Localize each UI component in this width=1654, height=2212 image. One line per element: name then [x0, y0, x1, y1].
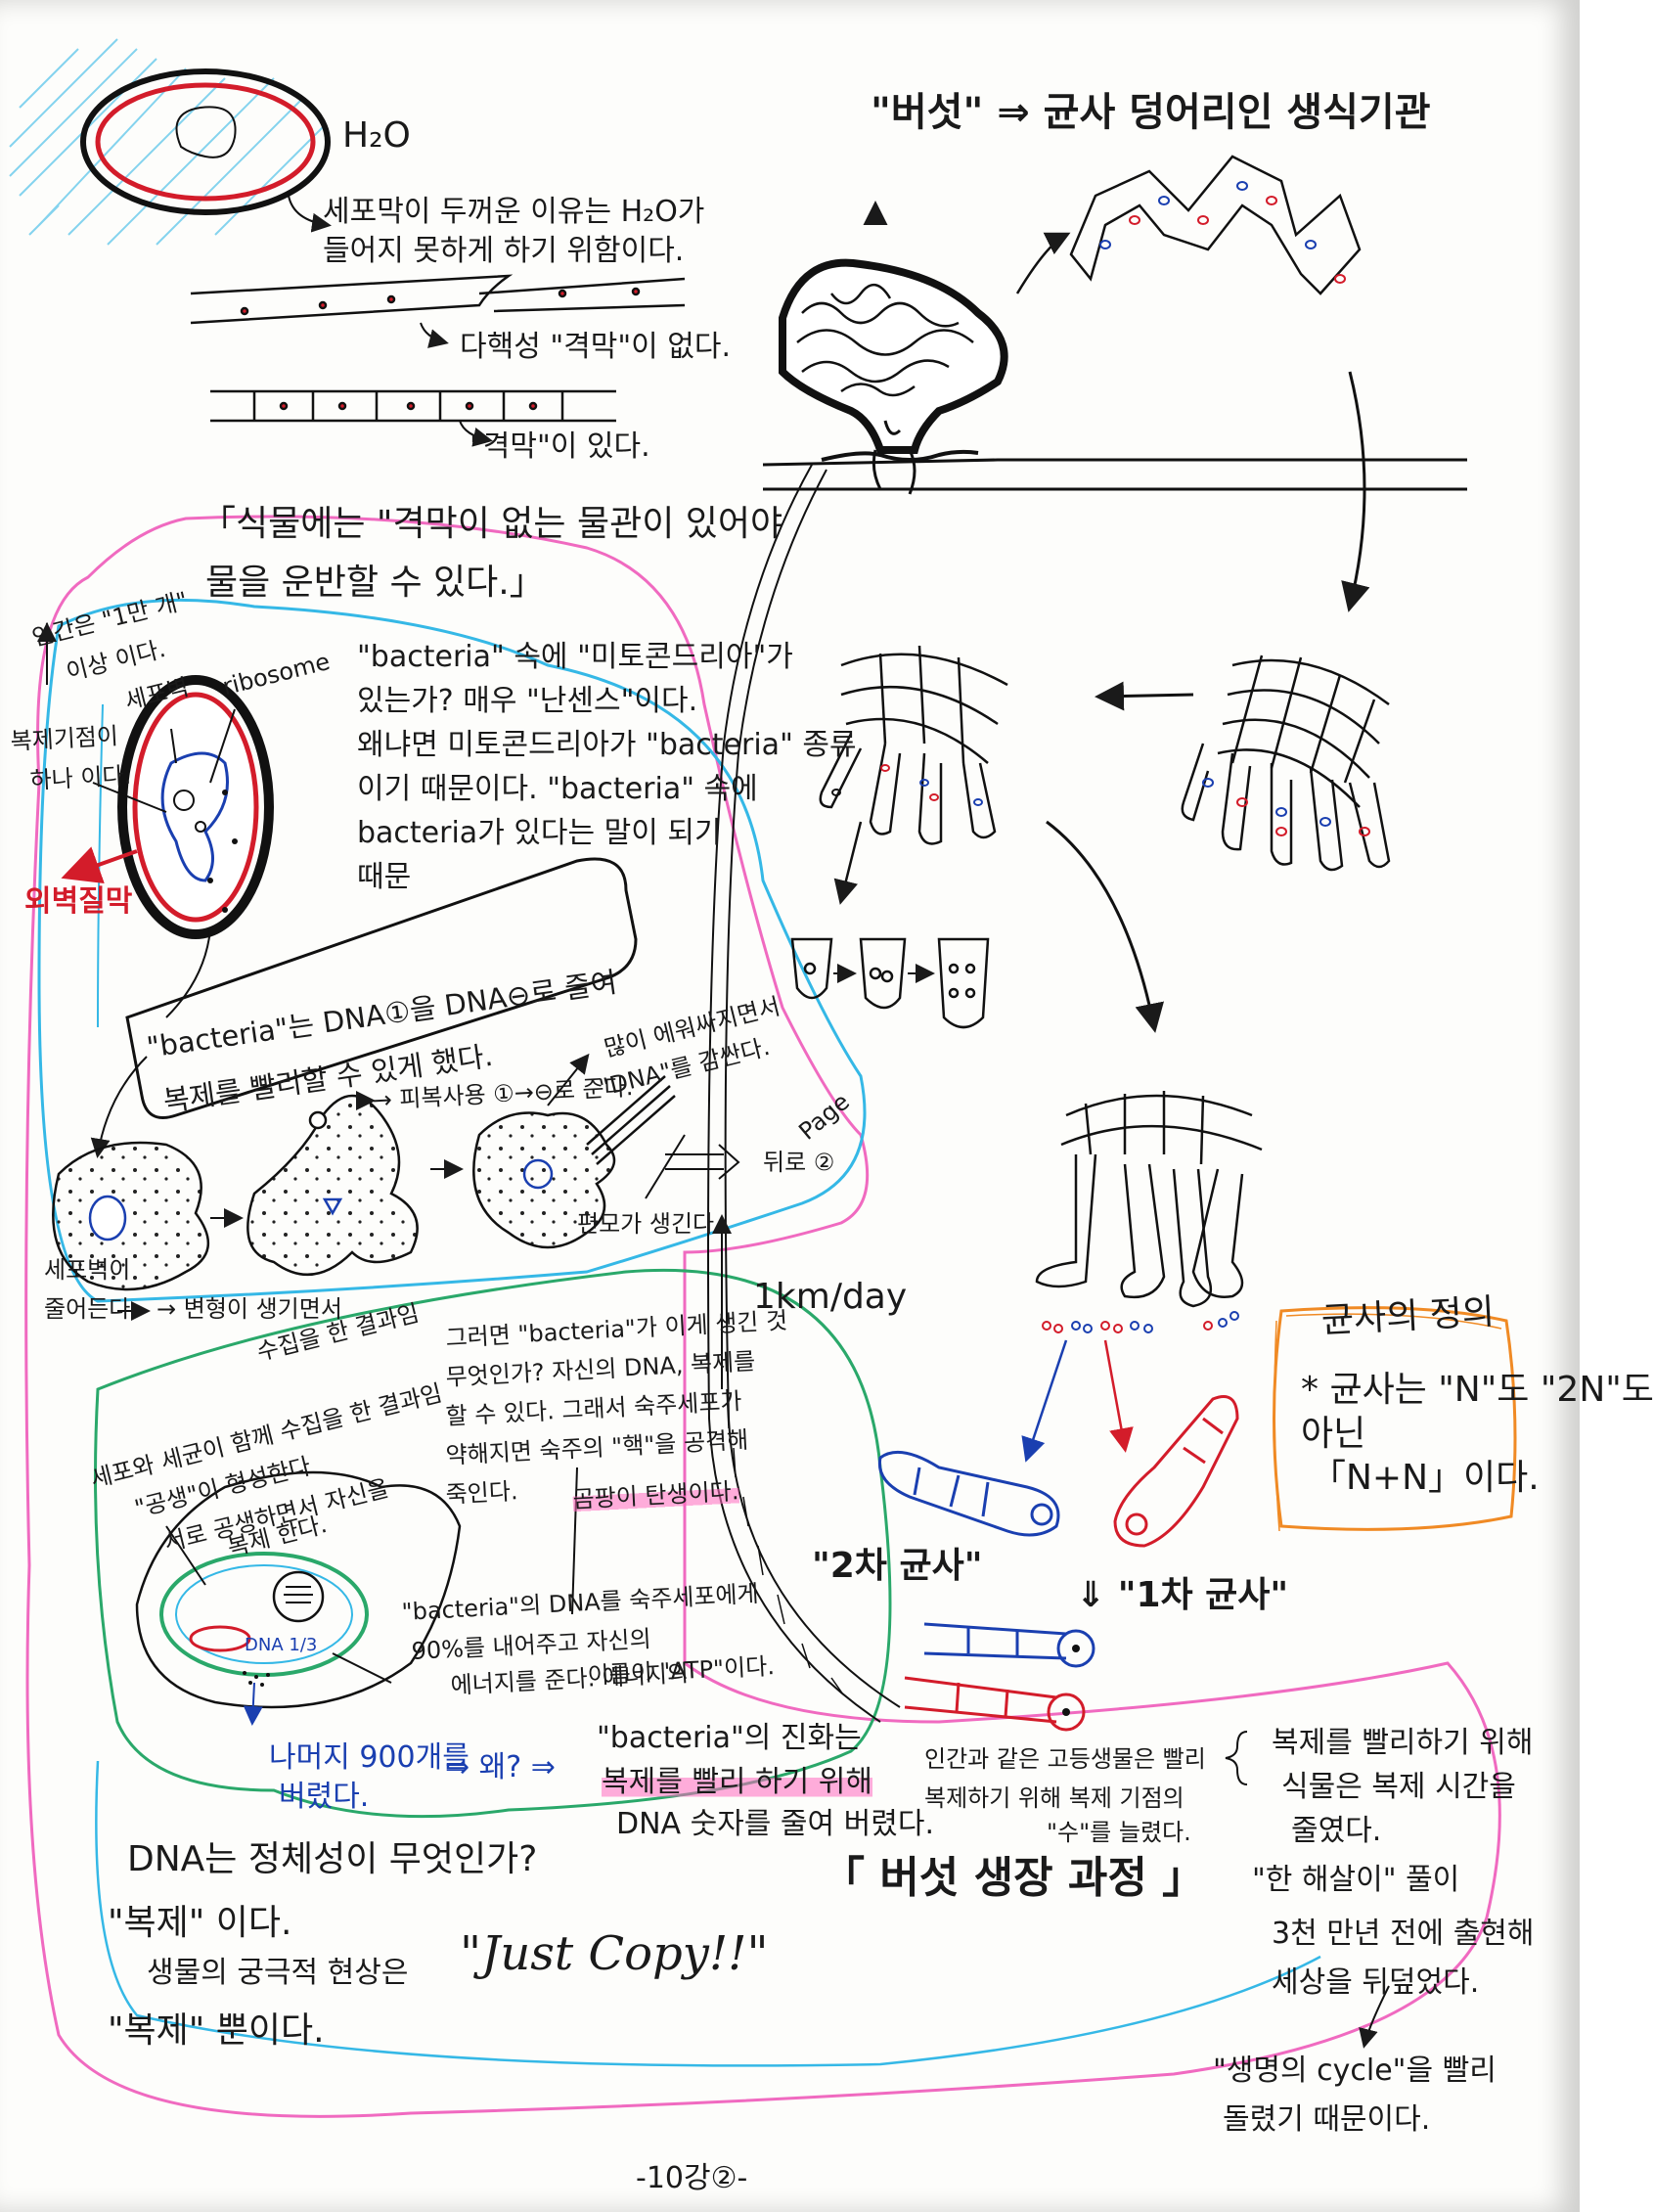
primary-hyphae-label: ⇓ "1차 균사" — [1076, 1575, 1289, 1615]
secondary-hyphae — [904, 1622, 1095, 1732]
mushroom-drawing — [762, 258, 1467, 495]
human-note-line3: "수"를 늘렸다. — [1047, 1819, 1191, 1846]
note-box — [125, 857, 638, 1119]
hypha-tube-septate — [210, 389, 616, 423]
cell-wall-thins-line1: 세포벽이 — [44, 1256, 131, 1284]
deform-note: → 변형이 생기면서 — [156, 1295, 342, 1323]
replication-origin-line1: 복제기점이 — [9, 722, 119, 755]
gill-fan-diagram — [1181, 655, 1391, 872]
hypha-tube-multinucleate — [190, 274, 686, 325]
green-region-outline — [94, 1268, 892, 1819]
discard-note-line2: 버렸다. — [279, 1780, 370, 1814]
replication-origin-line2: 하나 이다. — [28, 761, 132, 794]
human-note-line1: 인간과 같은 고등생물은 빨리 — [924, 1745, 1206, 1773]
page-title: "버섯" ⇒ 균사 덩어리인 생식기관 — [871, 90, 1431, 135]
page-reference-back: 뒤로 ② — [763, 1149, 835, 1176]
grass-note-line2: 3천 만년 전에 출현해 — [1272, 1917, 1535, 1951]
spore-definition-line3: 「N+N」이다. — [1311, 1458, 1540, 1498]
bacteria-question-line6: 때문 — [357, 860, 412, 894]
speed-label: 1km/day — [753, 1277, 908, 1317]
cell-wall-thins-line2: 줄어든다. — [44, 1295, 138, 1323]
sketch-layer — [9, 38, 1517, 2118]
cycle-note-line2: 돌렸기 때문이다. — [1223, 2102, 1431, 2137]
plant-speed-line2: 식물은 복제 시간을 — [1281, 1770, 1516, 1804]
bacteria-question-line4: 이기 때문이다. "bacteria" 속에 — [357, 772, 758, 806]
blue-hypha — [877, 1450, 1060, 1537]
grass-note-line3: 세상을 뒤덮었다. — [1272, 1965, 1480, 2000]
why-note-line5: 죽인다. — [444, 1477, 519, 1509]
life-goal: 생물의 궁극적 현상은 — [147, 1956, 409, 1990]
only-copy: "복제" 뿐이다. — [108, 2010, 325, 2051]
discard-note-line1: 나머지 900개를 — [269, 1740, 469, 1775]
essence-line1: "bacteria"의 진화는 — [597, 1721, 862, 1755]
thick-wall-cell — [80, 68, 331, 215]
dna-question: DNA는 정체성이 무엇인가? — [127, 1839, 538, 1879]
human-note-line2: 복제하기 위해 복제 기점의 — [924, 1784, 1185, 1812]
bacteria-question-line2: 있는가? 매우 "난센스"이다. — [357, 684, 698, 718]
septum-note: "격막"이 있다. — [469, 429, 650, 464]
essence-line2: 복제를 빨리 하기 위해 — [602, 1765, 873, 1800]
dna-fraction-label: DNA 1/3 — [245, 1635, 318, 1655]
spore-definition-line2: 아닌 — [1301, 1414, 1366, 1454]
bacteria-question-line5: bacteria가 있다는 말이 되기 — [357, 816, 722, 850]
red-hypha — [1113, 1395, 1239, 1548]
just-copy: "Just Copy!!" — [460, 1926, 769, 1981]
secondary-hyphae-label: "2차 균사" — [812, 1546, 983, 1586]
plant-note-line2: 물을 운반할 수 있다.」 — [205, 563, 545, 603]
cyan-hatching — [9, 38, 324, 246]
grass-note-line1: "한 해살이" 풀이 — [1252, 1863, 1460, 1897]
symbiosis-cell — [135, 1470, 462, 1709]
bacteria-question-line1: "bacteria" 속에 "미토콘드리아"가 — [357, 640, 793, 674]
notebook-page: H₂O 세포막이 두꺼운 이유는 H₂O가 들어지 못하게 하기 위함이다. 다… — [9, 38, 1654, 2195]
cell-wall-note-line2: 들어지 못하게 하기 위함이다. — [323, 234, 685, 268]
bacterium-diagram — [117, 675, 274, 939]
spore-definition-line1: * 균사는 "N"도 "2N"도 — [1301, 1370, 1654, 1410]
flagella-note: 편모가 생긴다. — [577, 1210, 722, 1238]
page-number: -10강②- — [636, 2161, 748, 2195]
cell-sequence — [52, 1075, 676, 1291]
answer-copy: "복제" 이다. — [108, 1903, 292, 1943]
zigzag-hypha — [1069, 155, 1362, 295]
growth-title: 「 버섯 생장 과정 」 — [822, 1853, 1206, 1903]
plant-speed-line1: 복제를 빨리하기 위해 — [1272, 1726, 1534, 1760]
pink-region-outline — [24, 515, 1501, 2118]
multinucleate-note: 다핵성 "격막"이 없다. — [460, 330, 732, 364]
branching-hyphae — [1035, 1091, 1263, 1308]
plant-note-line1: 「식물에는 "격막이 없는 물관이 있어야 — [201, 504, 783, 544]
cyan-region-outline — [37, 598, 867, 1303]
cycle-note-line1: "생명의 cycle"을 빨리 — [1213, 2054, 1497, 2088]
why-arrow-label: ⇒ 왜? ⇒ — [445, 1750, 556, 1784]
h2o-label: H₂O — [342, 115, 411, 156]
gill-fan-left — [819, 645, 1008, 845]
long-hypha — [707, 464, 901, 1723]
plant-speed-line3: 줄였다. — [1291, 1814, 1382, 1848]
essence-line3: DNA 숫자를 줄여 버렸다. — [616, 1807, 935, 1841]
bacteria-question-line3: 왜냐면 미토콘드리아가 "bacteria" 종류 — [357, 728, 857, 762]
spore-stages — [790, 937, 990, 1029]
cell-wall-note-line1: 세포막이 두꺼운 이유는 H₂O가 — [323, 195, 705, 229]
outer-membrane-label: 외벽질막 — [24, 884, 133, 919]
